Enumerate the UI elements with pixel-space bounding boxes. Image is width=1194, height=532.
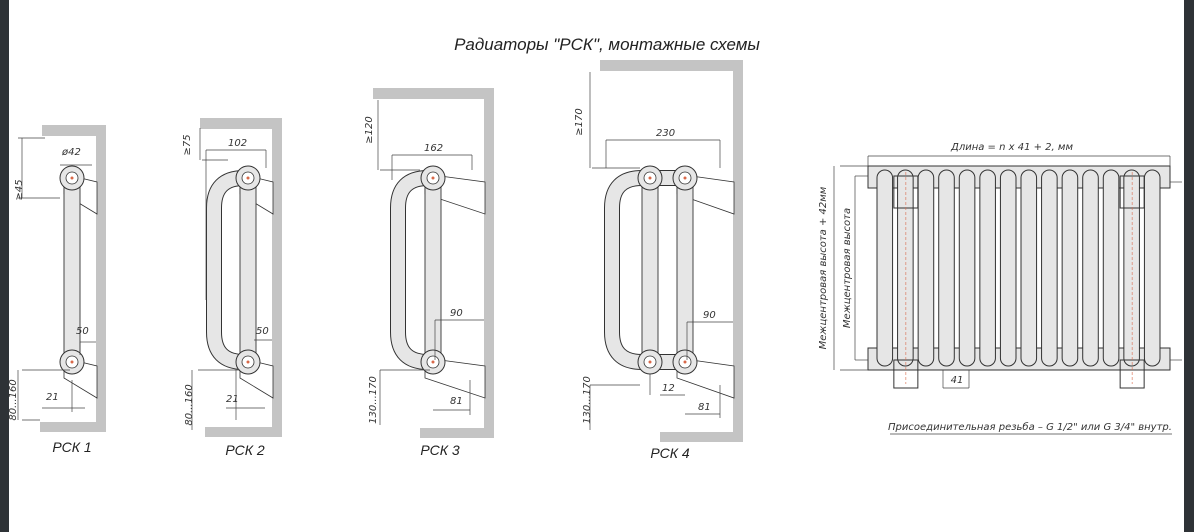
radiator-section <box>1061 169 1079 367</box>
axis-point <box>648 360 652 364</box>
dim-offset: 21 <box>46 392 59 403</box>
right-frame-edge <box>1184 0 1194 532</box>
radiator-column <box>641 177 659 363</box>
dim-floor: 130...170 <box>582 376 593 424</box>
radiator-section <box>1123 169 1140 367</box>
wall <box>484 88 494 438</box>
dim-top-gap: ≥45 <box>14 179 25 200</box>
dim-section-pitch: 41 <box>951 375 964 386</box>
wall <box>733 60 743 442</box>
thread-note: Присоединительная резьба – G 1/2" или G … <box>888 421 1172 433</box>
axis-point <box>246 176 250 180</box>
radiator-column <box>676 177 694 363</box>
tube-loop <box>391 171 433 369</box>
windowsill <box>200 118 272 129</box>
dim-offset: 81 <box>450 396 463 407</box>
dim-wall: 90 <box>450 308 463 319</box>
dim-width: 230 <box>656 128 675 139</box>
radiator-section <box>876 169 894 367</box>
dim-floor: 80...160 <box>8 379 19 420</box>
radiator-section <box>938 169 955 367</box>
windowsill <box>42 125 96 136</box>
axis-point <box>70 176 74 180</box>
axis-point <box>683 360 687 364</box>
axis-point <box>431 176 435 180</box>
windowsill <box>600 60 733 71</box>
dim-wall: 50 <box>256 326 269 337</box>
radiator-section <box>917 169 935 367</box>
tube-loop <box>605 171 685 369</box>
dim-pitch: 12 <box>662 383 675 394</box>
floor <box>40 422 96 432</box>
diagram-title: Радиаторы "РСК", монтажные схемы <box>454 35 760 54</box>
scheme-label-rsk3: РСК 3 <box>420 442 460 458</box>
axis-point <box>648 176 652 180</box>
dim-height-center: Межцентровая высота <box>842 208 853 328</box>
radiator-column <box>239 177 257 363</box>
dim-top-gap: ≥120 <box>364 116 375 143</box>
scheme-label-rsk2: РСК 2 <box>225 442 265 458</box>
floor <box>420 428 484 438</box>
axis-point <box>70 360 74 364</box>
axis-point <box>246 360 250 364</box>
radiator-section <box>897 169 914 367</box>
axis-point <box>683 176 687 180</box>
radiator-section <box>1102 169 1120 367</box>
left-frame-edge <box>0 0 9 532</box>
tube-loop <box>207 171 248 369</box>
radiator-section <box>1041 169 1058 367</box>
dim-offset: 21 <box>226 394 239 405</box>
scheme-label-rsk4: РСК 4 <box>650 445 690 461</box>
dim-wall: 50 <box>76 326 89 337</box>
radiator-section <box>958 169 976 367</box>
floor <box>205 427 272 437</box>
radiator-section <box>979 169 996 367</box>
radiator-section <box>1143 169 1161 367</box>
windowsill <box>373 88 484 99</box>
scheme-label-rsk1: РСК 1 <box>52 439 91 455</box>
radiator-section <box>1082 169 1099 367</box>
axis-point <box>431 360 435 364</box>
dim-width: 162 <box>424 143 443 154</box>
dim-floor: 130...170 <box>368 376 379 424</box>
dim-floor: 80...160 <box>184 384 195 425</box>
dim-height-total: Межцентровая высота + 42мм <box>818 186 829 349</box>
wall <box>96 125 106 432</box>
dim-top-gap: ≥170 <box>574 108 585 135</box>
dim-width: 102 <box>228 138 247 149</box>
dim-wall: 90 <box>703 310 716 321</box>
radiator-section <box>999 169 1017 367</box>
wall <box>272 118 282 437</box>
dim-length: Длина = n x 41 + 2, мм <box>950 142 1073 153</box>
dim-offset: 81 <box>698 402 711 413</box>
radiator-section <box>1020 169 1038 367</box>
radiator-column <box>424 177 442 363</box>
dim-diameter: ø42 <box>61 147 81 158</box>
floor <box>660 432 733 442</box>
dim-top-gap: ≥75 <box>182 134 193 155</box>
